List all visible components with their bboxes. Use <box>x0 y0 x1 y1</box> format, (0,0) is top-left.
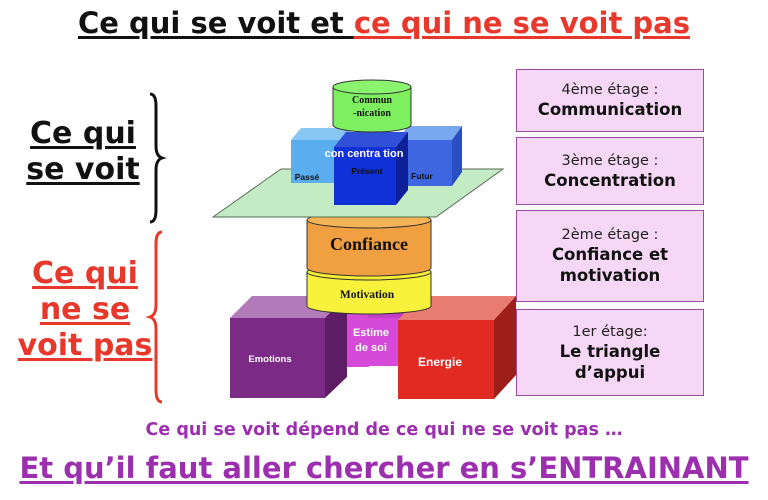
label-estime: Estime <box>353 327 389 339</box>
label-energie: Energie <box>418 355 462 369</box>
label-motivation: Motivation <box>340 289 395 301</box>
label-commun: Commun <box>352 95 392 106</box>
label-confiance: Confiance <box>330 234 408 254</box>
title-part-hidden: ce qui ne se voit pas <box>353 6 691 40</box>
side-label-visible-line: se voit <box>26 152 140 187</box>
side-label-hidden: Ce qui ne se voit pas <box>10 256 160 364</box>
side-label-visible: Ce qui se voit <box>18 116 148 188</box>
brace-hidden <box>145 230 163 404</box>
label-passe: Passé <box>295 172 320 182</box>
cube-row-concentration <box>291 126 462 205</box>
floor-number: 1er étage: <box>572 323 648 340</box>
label-nication: -nication <box>353 108 391 119</box>
floor-name: Confiance et <box>551 245 669 264</box>
brace-visible <box>149 92 167 224</box>
title-part-visible: Ce qui se voit et <box>77 6 354 40</box>
page-title: Ce qui se voit et ce qui ne se voit pas <box>0 6 768 40</box>
caption: Ce qui se voit dépend de ce qui ne se vo… <box>145 420 623 440</box>
floor-name: Communication <box>537 100 683 119</box>
side-label-hidden-line: Ce qui <box>32 256 138 291</box>
side-label-visible-line: Ce qui <box>30 116 136 151</box>
floor-box-1: 1er étage: Le triangle d’appui <box>516 309 704 396</box>
floor-name: Le triangle <box>559 341 661 361</box>
cylinder-communication <box>332 79 412 133</box>
cube-energie <box>398 296 516 399</box>
floor-number: 3ème étage : <box>561 152 659 169</box>
label-de-soi: de soi <box>355 342 387 354</box>
side-label-hidden-line: ne se <box>39 292 131 327</box>
label-present: Présent <box>351 166 382 176</box>
footer-statement: Et qu’il faut aller chercher en s’ENTRAI… <box>19 451 749 485</box>
label-emotions: Emotions <box>248 354 291 365</box>
side-label-hidden-line: voit pas <box>17 328 153 363</box>
label-futur: Futur <box>411 171 433 181</box>
floor-name: d’appui <box>574 362 646 382</box>
floor-number: 2ème étage : <box>561 227 659 243</box>
label-concentration: con centra tion <box>325 148 404 160</box>
floor-name: Concentration <box>544 170 676 190</box>
floor-name: motivation <box>559 266 661 285</box>
floor-box-2: 2ème étage : Confiance et motivation <box>516 210 704 302</box>
floor-box-4: 4ème étage : Communication <box>516 69 704 132</box>
floor-number: 4ème étage : <box>561 82 659 98</box>
floor-box-3: 3ème étage : Concentration <box>516 137 704 205</box>
